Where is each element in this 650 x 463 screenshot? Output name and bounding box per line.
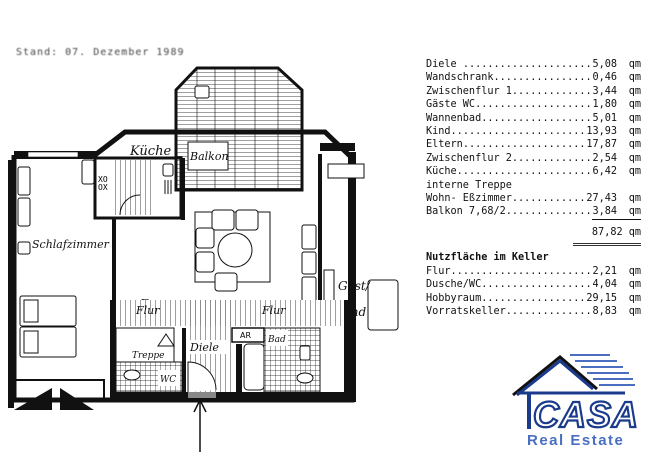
- area-row: Gäste WC................................…: [426, 99, 641, 111]
- room-label-treppe: Treppe: [132, 351, 164, 361]
- keller-heading: Nutzfläche im Keller: [426, 252, 549, 264]
- plan-date-caption: Stand: 07. Dezember 1989: [16, 47, 185, 58]
- room-label-kueche: Küche: [129, 144, 171, 159]
- area-row: Zwischenflur 2..........................…: [426, 152, 641, 164]
- keller-row: Dusche/WC...............................…: [426, 279, 641, 291]
- total-double-underline: [573, 240, 641, 247]
- room-label-bad: Bad: [267, 335, 286, 345]
- area-subheading: interne Treppe: [426, 179, 512, 191]
- keller-row: Hobbyraum...............................…: [426, 292, 641, 304]
- area-row: Diele ..................................…: [426, 59, 641, 70]
- house-roof-icon: [512, 354, 635, 429]
- room-label-diele: Diele: [189, 341, 219, 354]
- casa-real-estate-logo: CASA Real Estate: [505, 345, 645, 450]
- room-label-gast: Gast/: [338, 279, 372, 293]
- logo-brand: CASA: [533, 394, 639, 435]
- room-label-balkon: Balkon: [189, 150, 229, 163]
- keller-row: Flur....................................…: [426, 265, 641, 277]
- area-row: Küche...................................…: [426, 166, 641, 178]
- area-row: Wannenbad...............................…: [426, 112, 641, 124]
- bedroom: Schlafzimmer: [17, 159, 110, 358]
- keller-row: Vorratskeller...........................…: [426, 305, 641, 317]
- svg-text:Flur: Flur: [135, 304, 160, 317]
- floor-plan-lower: Flur Flur Treppe WC Diele AR Bad: [0, 300, 420, 459]
- kitchen: XO OX Küche: [93, 144, 183, 220]
- room-label-wc: WC: [160, 375, 176, 385]
- area-row: Eltern..................................…: [426, 139, 641, 151]
- area-row: Balkon 7,68/2...........................…: [426, 205, 641, 220]
- area-row: Wohn- Eßzimmer..........................…: [426, 193, 641, 205]
- area-table: Diele ..................................…: [426, 58, 641, 318]
- balcony: Balkon: [174, 66, 304, 192]
- area-row: Zwischenflur 1..........................…: [426, 85, 641, 97]
- area-total: 87,82 qm: [591, 226, 641, 238]
- room-label-ar: AR: [240, 331, 251, 340]
- svg-text:OX: OX: [98, 183, 108, 192]
- svg-text:XO: XO: [98, 175, 108, 184]
- area-row: Kind....................................…: [426, 126, 641, 138]
- logo-tagline: Real Estate: [527, 432, 624, 449]
- svg-text:Flur: Flur: [261, 304, 286, 317]
- area-row: Wandschrank.............................…: [426, 72, 641, 84]
- guest-room: Gast/ Kind: [318, 154, 399, 362]
- room-label-schlafzimmer: Schlafzimmer: [32, 238, 110, 251]
